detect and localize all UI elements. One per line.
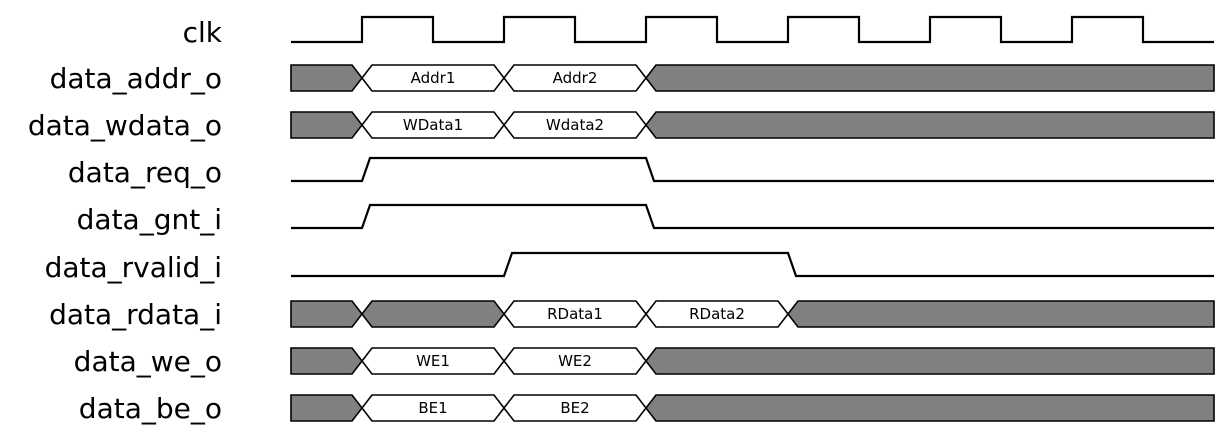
bus-undefined-segment xyxy=(644,64,1215,92)
bus-undefined-segment xyxy=(290,111,364,139)
signal-label-data-rdata-i: data_rdata_i xyxy=(49,298,222,331)
signal-label-data-be-o: data_be_o xyxy=(79,392,222,425)
signal-label-data-req-o: data_req_o xyxy=(68,156,222,189)
bus-undefined-segment xyxy=(290,394,364,422)
waveform-data-be-o: BE1 BE2 xyxy=(290,394,1215,422)
waveform-clk xyxy=(291,15,1214,44)
signal-label-data-gnt-i: data_gnt_i xyxy=(77,203,222,236)
bus-undefined-segment xyxy=(290,64,364,92)
bus-value-label: WE1 xyxy=(416,352,450,370)
waveform-data-req-o xyxy=(291,156,1214,183)
bus-value-label: WE2 xyxy=(558,352,592,370)
bit-wave xyxy=(291,156,1214,183)
waveform-data-rvalid-i xyxy=(291,251,1214,278)
signal-label-data-addr-o: data_addr_o xyxy=(50,62,222,95)
signal-label-data-rvalid-i: data_rvalid_i xyxy=(45,251,222,284)
signal-labels: clk data_addr_o data_wdata_o data_req_odata… xyxy=(28,16,223,425)
signal-label-data-we-o: data_we_o xyxy=(74,345,222,378)
bus-value-label: RData1 xyxy=(547,305,603,323)
bus-value-label: Wdata2 xyxy=(546,116,604,134)
bit-wave xyxy=(291,203,1214,230)
bit-wave xyxy=(291,251,1214,278)
bus-value-label: BE2 xyxy=(560,399,589,417)
bus-undefined-segment xyxy=(290,300,364,328)
bus-undefined-segment xyxy=(786,300,1215,328)
waveform-data-wdata-o: WData1 Wdata2 xyxy=(290,111,1215,139)
waveform-data-gnt-i xyxy=(291,203,1214,230)
bus-value-label: Addr2 xyxy=(553,69,598,87)
clock-wave xyxy=(291,15,1214,44)
bus-value-label: Addr1 xyxy=(411,69,456,87)
bus-value-label: RData2 xyxy=(689,305,745,323)
bus-undefined-segment xyxy=(644,111,1215,139)
bus-value-label: WData1 xyxy=(403,116,463,134)
bus-undefined-segment xyxy=(360,300,506,328)
waveform-data-rdata-i: RData1 RData2 xyxy=(290,300,1215,328)
waveform-data-addr-o: Addr1 Addr2 xyxy=(290,64,1215,92)
bus-value-label: BE1 xyxy=(418,399,447,417)
waveform-data-we-o: WE1 WE2 xyxy=(290,347,1215,375)
signal-label-data-wdata-o: data_wdata_o xyxy=(28,109,222,142)
bus-undefined-segment xyxy=(644,347,1215,375)
signal-label-clk: clk xyxy=(183,16,223,49)
bus-undefined-segment xyxy=(644,394,1215,422)
bus-undefined-segment xyxy=(290,347,364,375)
